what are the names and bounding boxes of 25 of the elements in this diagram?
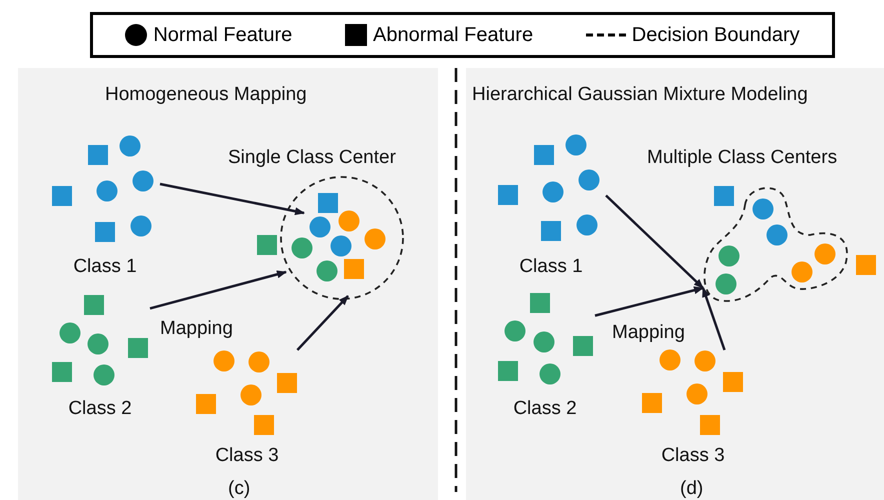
class-label: Class 2 xyxy=(513,398,577,420)
panel-background xyxy=(466,68,884,500)
mapping-label: Mapping xyxy=(160,318,233,340)
arrow xyxy=(702,287,726,350)
arrow xyxy=(605,194,704,289)
class-label: Class 3 xyxy=(661,445,725,467)
legend-label: Abnormal Feature xyxy=(372,24,534,46)
panel-caption: (d) xyxy=(680,478,704,500)
arrow xyxy=(296,295,349,351)
mapping-label: Mapping xyxy=(612,322,685,344)
panel-title: Homogeneous Mapping xyxy=(105,84,307,106)
panel-caption: (c) xyxy=(228,478,250,500)
arrow xyxy=(160,182,305,216)
class-label: Class 1 xyxy=(519,256,583,278)
panel-title: Hierarchical Gaussian Mixture Modeling xyxy=(472,84,808,106)
class-label: Class 1 xyxy=(73,256,137,278)
class-label: Class 3 xyxy=(215,445,279,467)
arrow xyxy=(150,270,287,310)
arrow xyxy=(594,286,704,317)
legend-label: Normal Feature xyxy=(153,24,292,46)
region-title: Single Class Center xyxy=(228,147,396,169)
class-label: Class 2 xyxy=(68,398,132,420)
panel-background xyxy=(18,68,438,500)
region-title: Multiple Class Centers xyxy=(647,147,838,169)
legend-label: Decision Boundary xyxy=(632,24,800,46)
